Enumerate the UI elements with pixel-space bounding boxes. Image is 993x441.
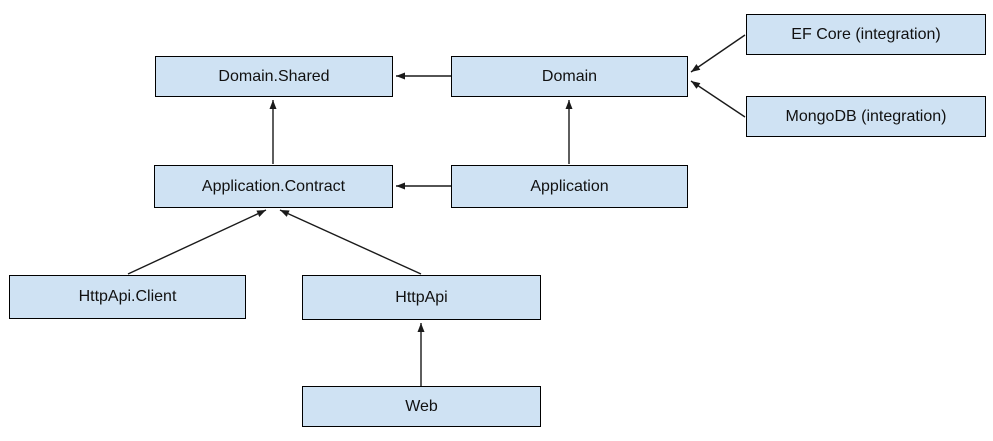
node-application-contract: Application.Contract xyxy=(154,165,393,208)
node-ef-core-integration: EF Core (integration) xyxy=(746,14,986,55)
node-application: Application xyxy=(451,165,688,208)
edge-ef-core-to-domain xyxy=(690,34,746,73)
edge-httpapi-client-to-app-contract xyxy=(127,209,267,275)
node-httpapi-client: HttpApi.Client xyxy=(9,275,246,319)
node-domain: Domain xyxy=(451,56,688,97)
edge-httpapi-to-app-contract xyxy=(279,209,422,275)
node-mongodb-integration: MongoDB (integration) xyxy=(746,96,986,137)
node-domain-shared: Domain.Shared xyxy=(155,56,393,97)
node-httpapi: HttpApi xyxy=(302,275,541,320)
node-web: Web xyxy=(302,386,541,427)
edge-mongodb-to-domain xyxy=(690,80,746,118)
